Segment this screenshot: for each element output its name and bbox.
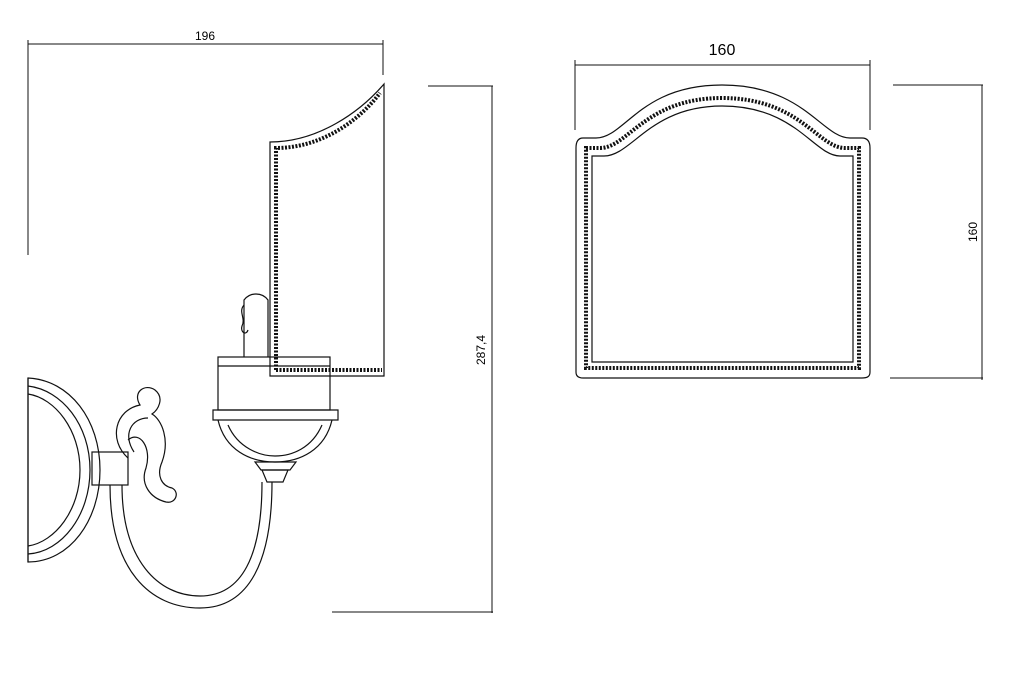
lampshade-inner-outline bbox=[591, 105, 854, 363]
lamp-side-view bbox=[27, 82, 385, 609]
mounting-collar bbox=[91, 451, 129, 486]
candle-tube bbox=[241, 293, 269, 357]
wall-plate bbox=[27, 377, 101, 563]
socket-base bbox=[212, 409, 339, 483]
curved-arm bbox=[109, 481, 273, 609]
lampshade-side bbox=[269, 82, 385, 377]
lampshade-front-view bbox=[575, 84, 871, 379]
side-height-label: 287,4 bbox=[474, 335, 488, 365]
front-height-label: 160 bbox=[966, 222, 980, 242]
front-height-dimension: 160 bbox=[890, 84, 983, 380]
side-width-dimension: 196 bbox=[27, 29, 384, 255]
decorative-scroll bbox=[115, 386, 177, 503]
front-width-dimension: 160 bbox=[574, 42, 871, 130]
lampshade-outer-outline bbox=[575, 84, 871, 379]
side-height-dimension: 287,4 bbox=[332, 85, 493, 613]
front-width-label: 160 bbox=[709, 42, 736, 59]
side-width-label: 196 bbox=[195, 29, 215, 43]
lampshade-hatched-rim bbox=[584, 95, 861, 370]
